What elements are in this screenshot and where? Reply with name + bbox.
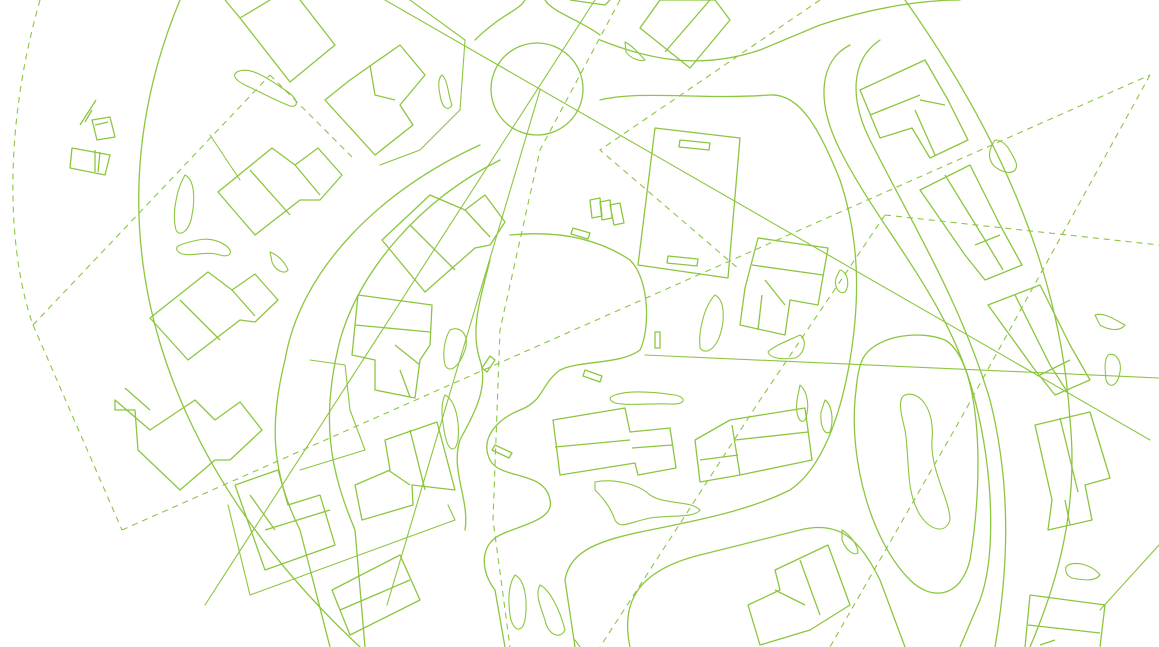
survey-line-4 [644, 354, 1159, 379]
dashed-boundaries [12, 0, 1159, 647]
road-lower-curve [626, 526, 906, 647]
dashed-line-top [599, 0, 821, 271]
pond-8 [834, 269, 849, 294]
lot-line-1 [209, 134, 241, 181]
ponds [173, 41, 1126, 636]
building-left-5 [114, 387, 263, 491]
buildings [69, 0, 1111, 647]
building-mid-2 [694, 407, 813, 483]
building-center-left-1 [381, 194, 506, 293]
dashed-line-center [492, 0, 621, 647]
pond-10 [796, 384, 809, 422]
structure-far-left-1 [91, 116, 116, 141]
pond-2 [438, 74, 453, 109]
building-top-center-1 [639, 0, 731, 69]
building-top-left-1 [224, 0, 336, 83]
building-left-3 [217, 147, 343, 236]
lot-line-4 [379, 0, 466, 166]
pond-21 [441, 394, 459, 450]
structure-far-left-3 [69, 147, 111, 176]
building-lower-left-2 [331, 554, 421, 636]
footpath [456, 233, 648, 647]
pond-4 [176, 238, 231, 257]
pond-19 [841, 529, 859, 555]
pond-9 [767, 334, 805, 360]
roundabout-outer [474, 0, 601, 41]
shed-5 [654, 331, 661, 349]
dashed-line-lower-mid [599, 214, 886, 647]
dashed-line-long-diagonal [121, 74, 1151, 531]
building-right-1 [859, 59, 969, 159]
pond-6 [624, 41, 646, 62]
road-center-block [564, 94, 858, 647]
building-mid-1 [552, 407, 677, 476]
pond-16 [1094, 313, 1126, 331]
building-lower-left-1 [234, 469, 336, 571]
shed-6 [481, 355, 496, 373]
building-right-5 [1024, 594, 1106, 647]
building-right-4 [1034, 411, 1111, 531]
survey-line-2 [384, 0, 1151, 441]
road-right-loop [823, 44, 992, 647]
roundabout-inner [490, 42, 584, 136]
road-pond-loop [853, 334, 979, 594]
pond-3 [173, 174, 195, 234]
survey-line-3 [386, 89, 541, 606]
building-top-center-2 [569, 0, 611, 6]
roads [274, 0, 1007, 647]
pond-20 [443, 328, 467, 370]
survey-line-1 [204, 0, 596, 606]
pond-15 [989, 139, 1018, 173]
lot-line-5 [574, 639, 581, 647]
dashed-line-right-diagonal [829, 74, 1151, 647]
survey-line-5 [1099, 544, 1159, 611]
shed-1 [589, 197, 625, 226]
dashed-line-left-diagonal [32, 74, 271, 326]
pond-5 [269, 251, 289, 273]
outer-arc-left [138, 0, 361, 647]
road-right-inner [855, 39, 1007, 647]
outer-arcs [138, 0, 1073, 647]
pond-17 [1104, 353, 1121, 386]
road-left-inner [328, 159, 501, 647]
building-center-left-2 [351, 294, 433, 399]
pond-1 [234, 69, 297, 107]
building-center-left-3 [354, 421, 456, 521]
survey-lines [204, 0, 1159, 611]
pond-7 [699, 294, 724, 352]
pond-23 [537, 584, 566, 636]
structure-far-left-2 [79, 99, 97, 126]
pond-13 [594, 480, 701, 526]
lot-line-3 [227, 504, 456, 596]
dashed-arc-left [12, 0, 41, 326]
building-center-right-1 [739, 237, 829, 336]
shed-2 [570, 227, 591, 240]
outer-arc-right [904, 0, 1073, 647]
pond-11 [820, 399, 833, 434]
pond-22 [508, 574, 527, 630]
lot-lines [209, 0, 581, 647]
building-right-3 [987, 284, 1091, 396]
pond-18 [1065, 562, 1101, 581]
pond-12 [609, 391, 684, 405]
pond-14 [899, 393, 951, 530]
dashed-line-upper-left [269, 74, 356, 161]
building-top-left-2 [324, 44, 426, 156]
building-right-2 [919, 164, 1023, 281]
lot-line-2 [299, 359, 366, 471]
footpath-left [483, 233, 648, 647]
building-bottom-center-1 [747, 544, 851, 646]
dashed-line-right [884, 214, 1159, 246]
road-right-outer [599, 0, 961, 62]
dashed-line-left-lower [32, 324, 123, 531]
building-left-4 [149, 271, 279, 361]
building-center-large [637, 127, 741, 279]
shed-3 [582, 369, 603, 383]
footpath-right [456, 259, 491, 531]
shed-4 [491, 444, 513, 459]
